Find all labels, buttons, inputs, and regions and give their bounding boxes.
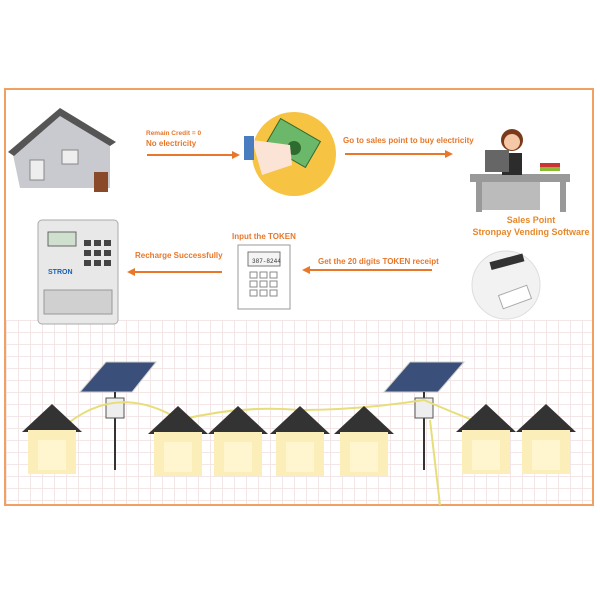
arrow-left-1: [302, 266, 432, 274]
arrow-right-2: [345, 150, 453, 158]
arrow-left-2: [127, 268, 222, 276]
solar-panel-1: [78, 361, 158, 470]
token-receipt-photo: [471, 250, 541, 320]
label-recharge: Recharge Successfully: [135, 251, 223, 260]
diagram-frame: [4, 88, 594, 506]
solar-panel-2: [382, 361, 466, 470]
label-go-to-sales: Go to sales point to buy electricity: [343, 136, 474, 145]
payment-icon: [244, 112, 336, 196]
label-vending-software: Stronpay Vending Software: [472, 227, 590, 237]
label-get-token: Get the 20 digits TOKEN receipt: [318, 257, 439, 266]
label-sales-point: Sales Point: [506, 215, 556, 225]
sales-person-illustration: [470, 129, 570, 212]
label-input-token: Input the TOKEN: [232, 232, 296, 241]
keypad-illustration: 387-8244: [237, 244, 291, 310]
label-no-electricity: No electricity: [146, 139, 197, 148]
svg-text:STRON: STRON: [48, 269, 73, 276]
arrow-right-1: [147, 151, 240, 159]
label-remain-credit: Remain Credit = 0: [146, 130, 202, 137]
prepaid-meter-illustration: STRON: [37, 219, 119, 325]
houses: [22, 404, 576, 476]
house-illustration: [8, 108, 116, 192]
svg-text:387-8244: 387-8244: [252, 258, 281, 265]
